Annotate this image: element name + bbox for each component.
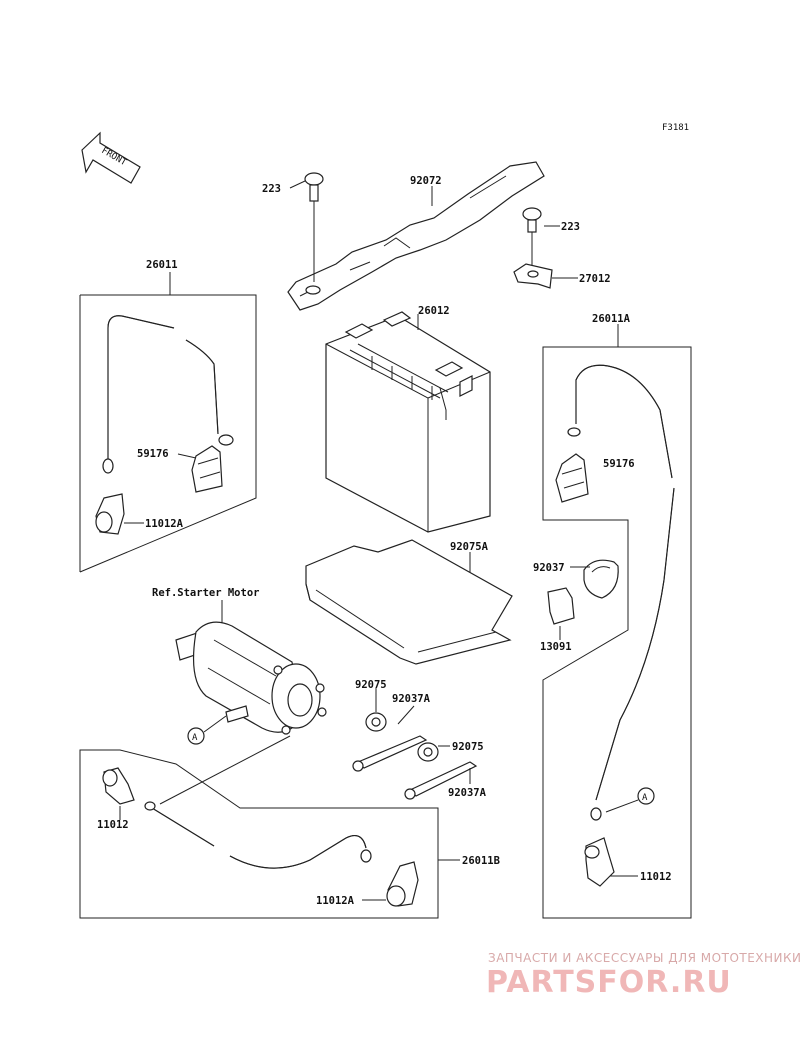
cable-tie-92037A-a — [352, 735, 428, 772]
label-59176-right: 59176 — [603, 458, 635, 470]
label-11012A-left: 11012A — [145, 518, 184, 530]
label-59176-left: 59176 — [137, 448, 169, 460]
svg-text:A: A — [192, 733, 198, 743]
boot-11012-left — [102, 767, 135, 805]
ref-starter-motor-label: Ref.Starter Motor — [152, 587, 259, 599]
label-11012-left: 11012 — [97, 819, 129, 831]
group-26011 — [79, 272, 257, 573]
label-26011B: 26011B — [462, 855, 500, 867]
cable-26011B — [144, 735, 372, 869]
boot-11012-right — [584, 837, 615, 887]
watermark-brand: PARTSFOR.RU — [486, 965, 732, 1000]
label-92072: 92072 — [410, 175, 442, 187]
label-92075-b: 92075 — [452, 741, 484, 753]
battery — [325, 311, 491, 533]
grommet-92075-b — [417, 742, 439, 762]
bolt-223-right — [522, 207, 542, 266]
label-92037A-b: 92037A — [448, 787, 487, 799]
pad-13091 — [547, 587, 575, 625]
figure-code: F3181 — [662, 123, 689, 133]
clamp-92037 — [583, 559, 619, 599]
svg-text:A: A — [642, 793, 648, 803]
label-223-right: 223 — [561, 221, 580, 233]
label-26012: 26012 — [418, 305, 450, 317]
battery-mat-92075A — [305, 539, 513, 665]
starter-motor — [175, 621, 327, 735]
label-92037: 92037 — [533, 562, 565, 574]
boot-11012A-bottom — [386, 861, 419, 907]
watermark: ЗАПЧАСТИ И АКСЕССУАРЫ ДЛЯ МОТОТЕХНИКИ PA… — [486, 951, 800, 1000]
group-26011B — [79, 749, 439, 919]
terminal-cover-59176-left — [191, 445, 223, 493]
label-26011: 26011 — [146, 259, 178, 271]
label-27012: 27012 — [579, 273, 611, 285]
front-arrow-icon: FRONT — [81, 131, 141, 184]
battery-strap — [287, 161, 545, 311]
label-26011A: 26011A — [592, 313, 631, 325]
label-11012A-bottom: 11012A — [316, 895, 355, 907]
boot-11012A-left — [95, 493, 125, 535]
label-223-left: 223 — [262, 183, 281, 195]
grommet-92075-a — [365, 712, 387, 732]
cable-tie-92037A-b — [404, 761, 478, 800]
cable-26011 — [102, 315, 234, 474]
connector-a-right: A — [637, 787, 655, 805]
label-11012-right: 11012 — [640, 871, 672, 883]
label-92075-a: 92075 — [355, 679, 387, 691]
label-92037A-a: 92037A — [392, 693, 431, 705]
label-13091: 13091 — [540, 641, 572, 653]
group-26011A — [542, 324, 692, 919]
terminal-cover-59176-right — [555, 453, 589, 503]
watermark-tagline: ЗАПЧАСТИ И АКСЕССУАРЫ ДЛЯ МОТОТЕХНИКИ — [488, 951, 800, 965]
bolt-223-left — [304, 172, 324, 282]
connector-a-left: A — [187, 727, 205, 745]
label-92075A: 92075A — [450, 541, 489, 553]
cable-26011A — [567, 364, 675, 821]
